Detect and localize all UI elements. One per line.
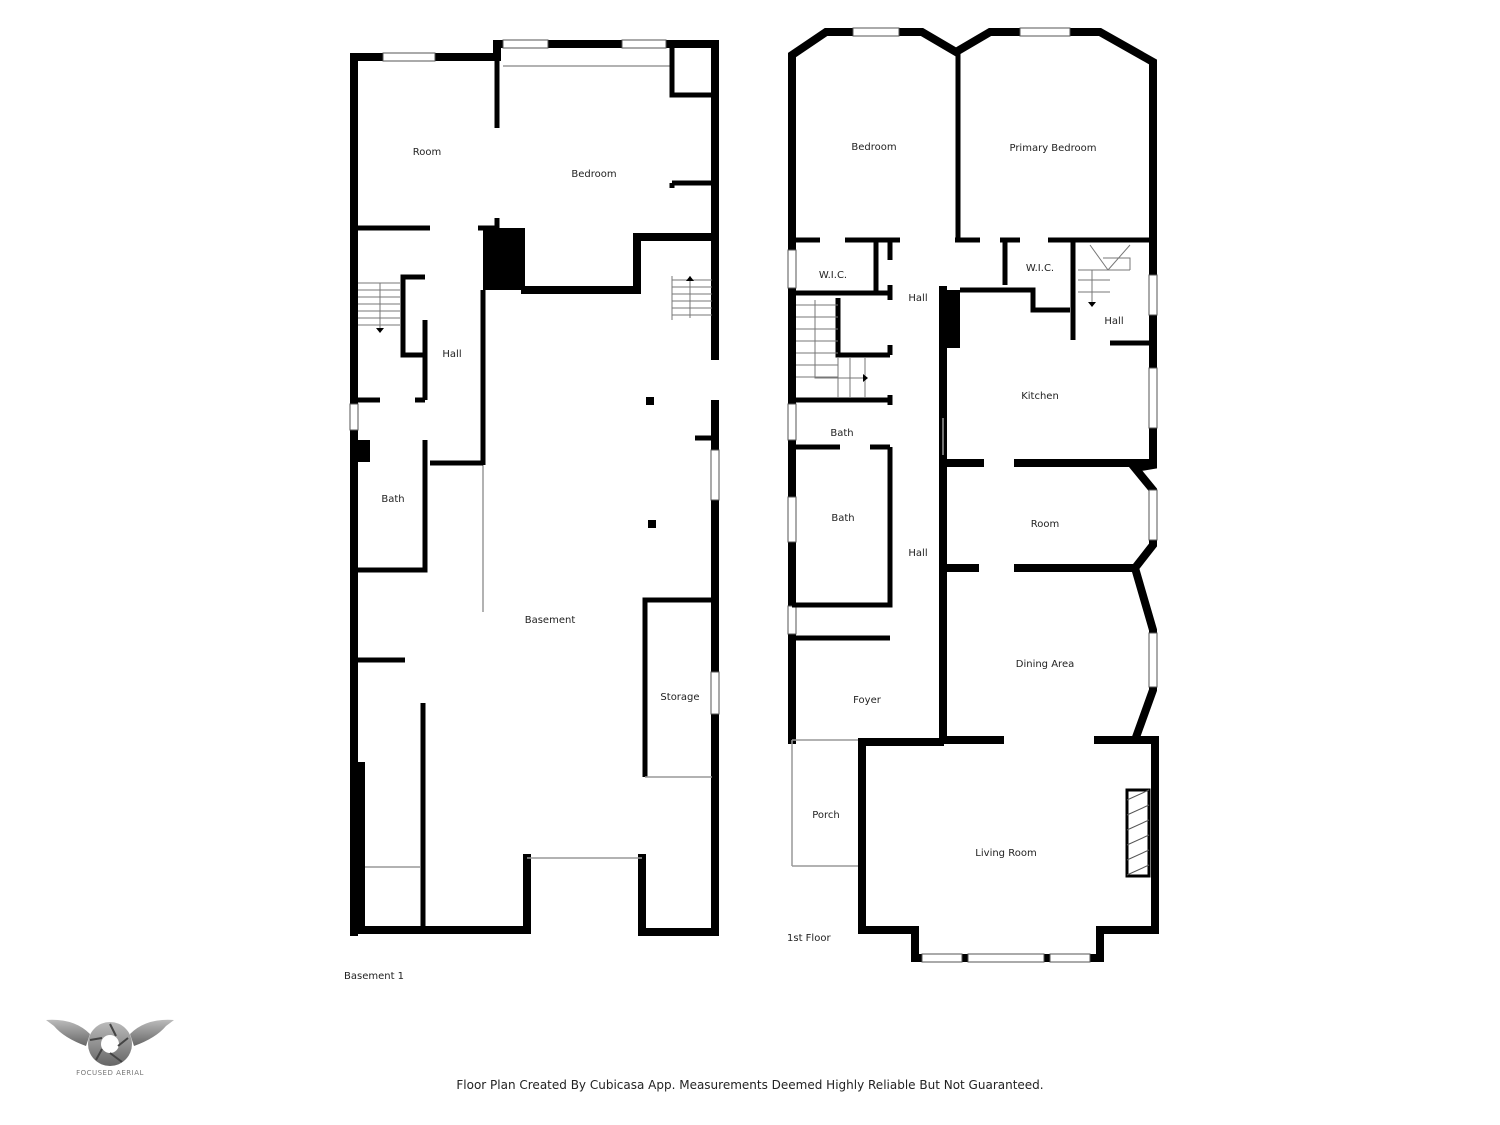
window [787, 496, 797, 543]
winged-shutter-icon [46, 1019, 174, 1066]
room-label: Hall [442, 349, 461, 360]
window [852, 27, 900, 37]
room-label: W.I.C. [1026, 263, 1054, 274]
window [787, 403, 797, 441]
room-label: Bath [831, 513, 854, 524]
window [710, 671, 720, 715]
floor-title: Basement 1 [344, 971, 404, 982]
room-label: Hall [1104, 316, 1123, 327]
window [349, 403, 359, 431]
window [1148, 274, 1158, 316]
room-label: Living Room [975, 848, 1036, 859]
window [710, 449, 720, 501]
room-label: Primary Bedroom [1009, 143, 1096, 154]
window [621, 39, 667, 49]
first-floor-plan: Bedroom Primary Bedroom W.I.C. W.I.C. Ha… [787, 27, 1159, 963]
window [921, 953, 963, 963]
window [1148, 367, 1158, 429]
window [967, 953, 1045, 963]
window [787, 605, 797, 635]
room-label: Room [1031, 519, 1059, 530]
floor-title: 1st Floor [787, 933, 831, 944]
window [1049, 953, 1091, 963]
room-label: Bedroom [571, 169, 616, 180]
room-label: Dining Area [1016, 659, 1074, 670]
logo-text: FOCUSED AERIAL [76, 1069, 144, 1077]
room-label: Storage [660, 692, 699, 703]
company-logo: FOCUSED AERIAL [44, 1012, 176, 1084]
basement-plan: Room Bedroom Hall Bath Basement Storage … [344, 39, 720, 982]
footer-disclaimer: Floor Plan Created By Cubicasa App. Meas… [456, 1078, 1044, 1092]
room-label: W.I.C. [819, 270, 847, 281]
room-label: Bath [830, 428, 853, 439]
window [382, 52, 436, 62]
room-label: Hall [908, 548, 927, 559]
room-label: Kitchen [1021, 391, 1059, 402]
window [1148, 489, 1158, 541]
room-label: Room [413, 147, 441, 158]
window [502, 39, 549, 49]
stairs [358, 276, 712, 330]
stairs [796, 244, 1131, 398]
window [1019, 27, 1071, 37]
room-label: Foyer [853, 695, 882, 706]
room-label: Hall [908, 293, 927, 304]
fireplace [1125, 788, 1151, 878]
room-label: Basement [525, 615, 576, 626]
window [1148, 632, 1158, 688]
room-label: Bath [381, 494, 404, 505]
window [787, 249, 797, 289]
room-label: Bedroom [851, 142, 896, 153]
room-label: Porch [812, 810, 840, 821]
